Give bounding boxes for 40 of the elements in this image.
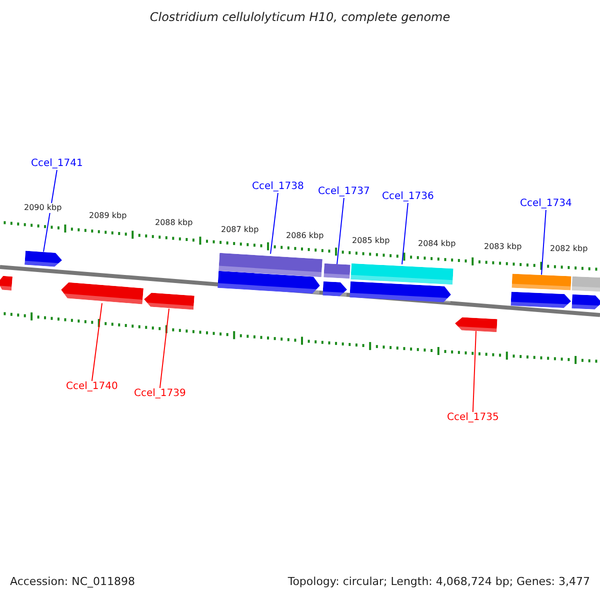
gene-label: Ccel_1734	[520, 198, 572, 210]
scale-label: 2088 kbp	[155, 218, 193, 228]
gene-label: Ccel_1737	[318, 186, 370, 198]
gene-label: Ccel_1741	[31, 158, 83, 170]
forward-gene-block	[24, 250, 62, 268]
leader-line	[43, 170, 58, 252]
leader-line	[336, 198, 344, 265]
forward-gene-block	[322, 281, 348, 297]
reverse-gene-block	[0, 275, 13, 291]
gene-label: Ccel_1735	[447, 412, 499, 424]
scale-label: 2083 kbp	[484, 242, 522, 252]
leader-line	[472, 330, 476, 412]
leader-line	[91, 302, 102, 382]
scale-label: 2090 kbp	[24, 203, 62, 213]
genome-info-text: Topology: circular; Length: 4,068,724 bp; Genes: 3,477	[288, 575, 590, 588]
leader-line	[159, 308, 170, 388]
leader-line	[402, 202, 408, 265]
gene-label: Ccel_1740	[66, 381, 118, 393]
forward-gene-block	[350, 281, 452, 303]
scale-label: 2087 kbp	[221, 225, 259, 235]
leader-line	[270, 192, 278, 254]
scale-label: 2085 kbp	[352, 236, 390, 246]
scale-label: 2086 kbp	[286, 231, 324, 241]
scale-label: 2082 kbp	[550, 244, 588, 254]
gene-label: Ccel_1738	[252, 181, 304, 193]
gene-label: Ccel_1739	[134, 388, 186, 400]
gene-label: Ccel_1736	[382, 191, 434, 203]
gene-function-bar	[350, 263, 454, 285]
forward-gene-block	[572, 294, 600, 310]
accession-text: Accession: NC_011898	[10, 575, 136, 588]
reverse-gene-block	[144, 292, 194, 310]
scale-label: 2084 kbp	[418, 239, 456, 249]
gene-function-bar	[512, 274, 572, 290]
diagram-title: Clostridium cellulolyticum H10, complete genome	[148, 10, 452, 24]
leader-line	[541, 210, 546, 276]
forward-gene-block	[218, 270, 320, 294]
reverse-gene-block	[454, 316, 498, 332]
gene-function-bar	[572, 276, 600, 292]
scale-label: 2089 kbp	[89, 211, 127, 221]
gene-function-bar	[324, 263, 350, 279]
